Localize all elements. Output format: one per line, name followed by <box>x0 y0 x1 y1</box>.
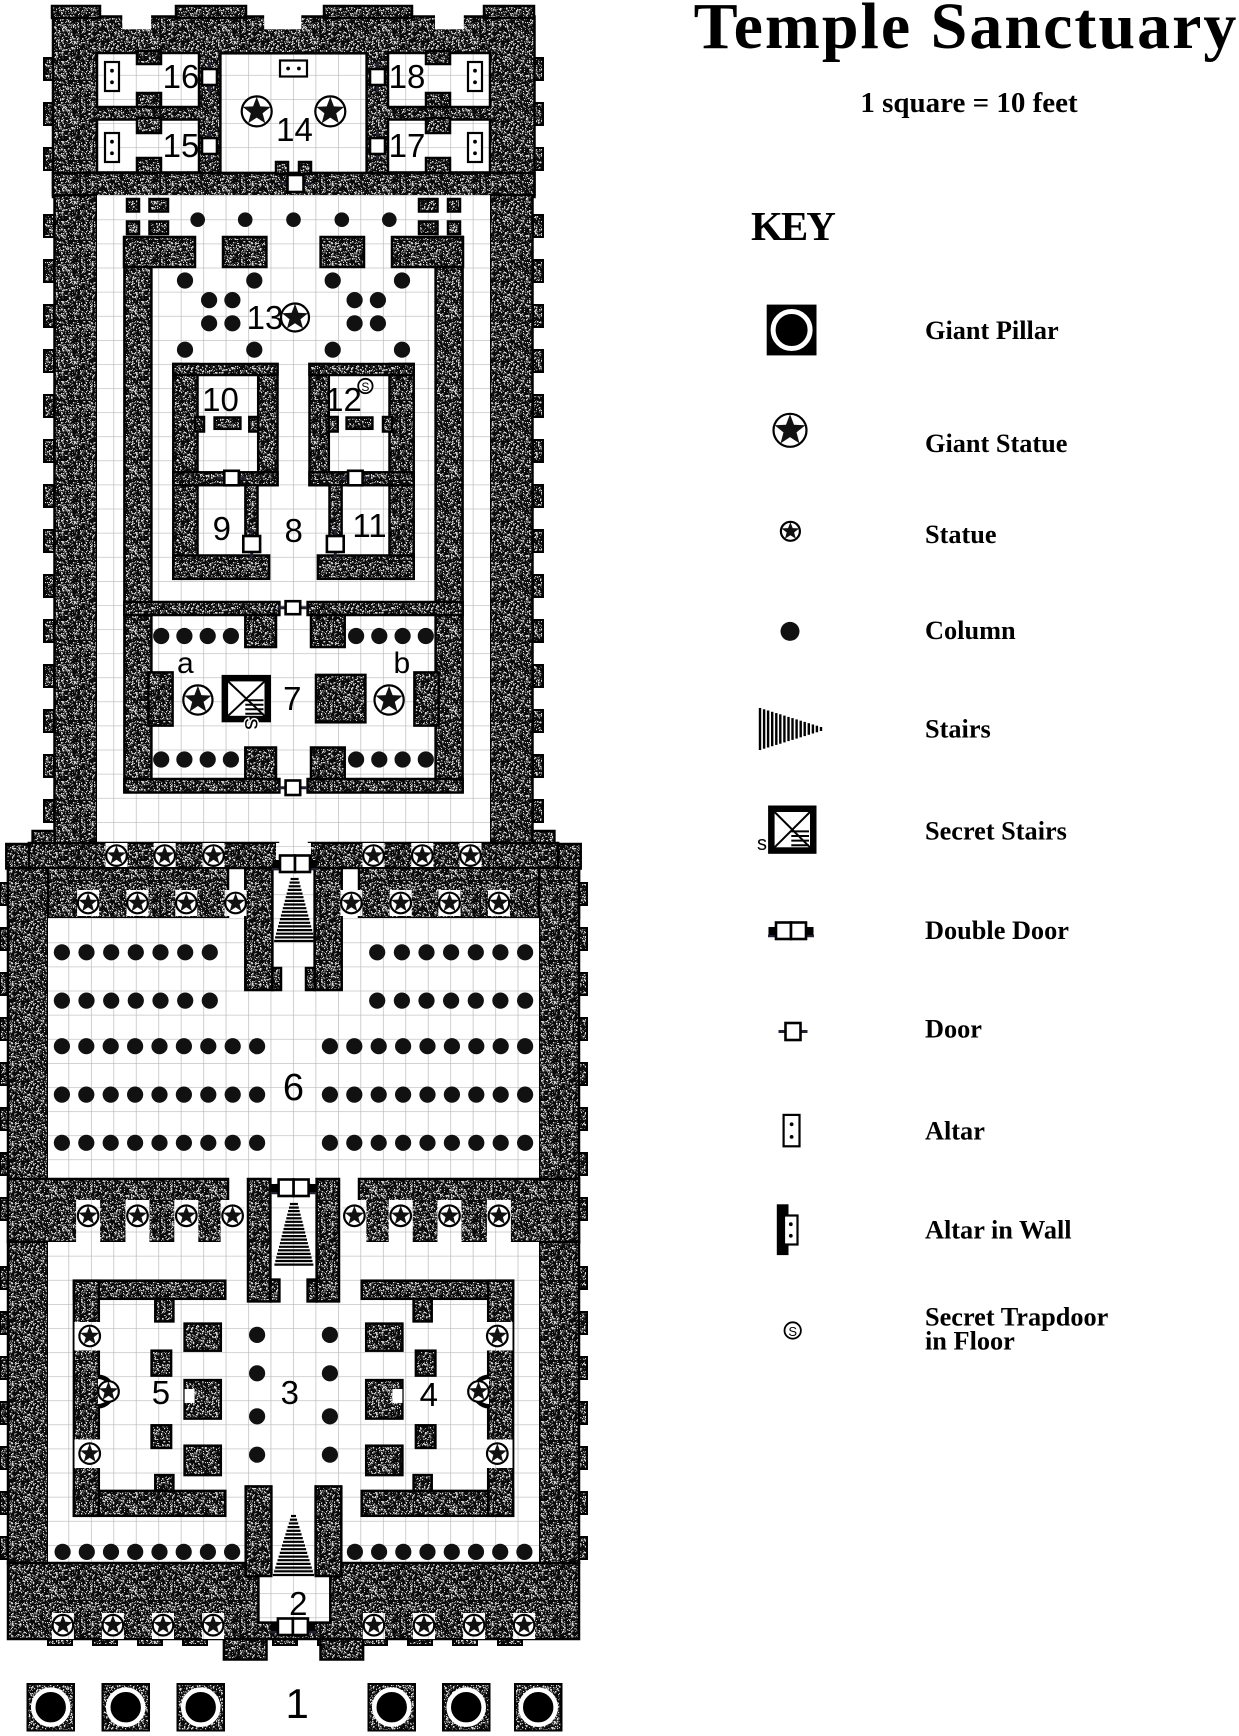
svg-text:a: a <box>177 647 194 680</box>
svg-text:Door: Door <box>925 1015 982 1044</box>
svg-text:Giant Statue: Giant Statue <box>925 429 1067 458</box>
svg-text:Altar: Altar <box>925 1117 985 1146</box>
svg-text:KEY: KEY <box>751 203 835 249</box>
svg-text:3: 3 <box>281 1374 299 1411</box>
svg-text:1: 1 <box>286 1680 309 1727</box>
svg-text:15: 15 <box>163 127 200 164</box>
svg-text:17: 17 <box>389 127 426 164</box>
svg-text:Column: Column <box>925 616 1016 645</box>
svg-text:14: 14 <box>276 111 313 148</box>
svg-text:4: 4 <box>420 1376 438 1413</box>
svg-text:16: 16 <box>163 58 200 95</box>
svg-text:S: S <box>361 380 369 394</box>
svg-text:18: 18 <box>389 58 426 95</box>
svg-text:10: 10 <box>202 381 239 418</box>
svg-text:8: 8 <box>285 512 303 549</box>
svg-text:Temple Sanctuary: Temple Sanctuary <box>694 0 1239 63</box>
svg-text:1 square = 10 feet: 1 square = 10 feet <box>860 87 1078 119</box>
svg-text:Stairs: Stairs <box>925 715 991 744</box>
svg-text:s: s <box>240 718 266 730</box>
svg-text:s: s <box>757 833 767 855</box>
svg-text:S: S <box>788 1324 797 1339</box>
svg-text:Giant Pillar: Giant Pillar <box>925 316 1059 345</box>
svg-text:11: 11 <box>352 507 386 544</box>
svg-text:Double Door: Double Door <box>925 916 1069 945</box>
svg-text:b: b <box>393 647 410 680</box>
svg-text:13: 13 <box>247 299 284 336</box>
svg-text:2: 2 <box>289 1585 307 1622</box>
svg-text:Statue: Statue <box>925 520 997 549</box>
svg-text:9: 9 <box>213 510 231 547</box>
svg-text:6: 6 <box>283 1067 304 1109</box>
svg-text:in Floor: in Floor <box>925 1327 1015 1356</box>
svg-text:Secret Stairs: Secret Stairs <box>925 817 1067 846</box>
svg-text:5: 5 <box>152 1374 170 1411</box>
svg-text:7: 7 <box>283 680 301 717</box>
svg-text:Secret Trapdoor: Secret Trapdoor <box>925 1303 1109 1332</box>
svg-text:12: 12 <box>325 381 362 418</box>
svg-text:Altar in Wall: Altar in Wall <box>925 1216 1072 1245</box>
